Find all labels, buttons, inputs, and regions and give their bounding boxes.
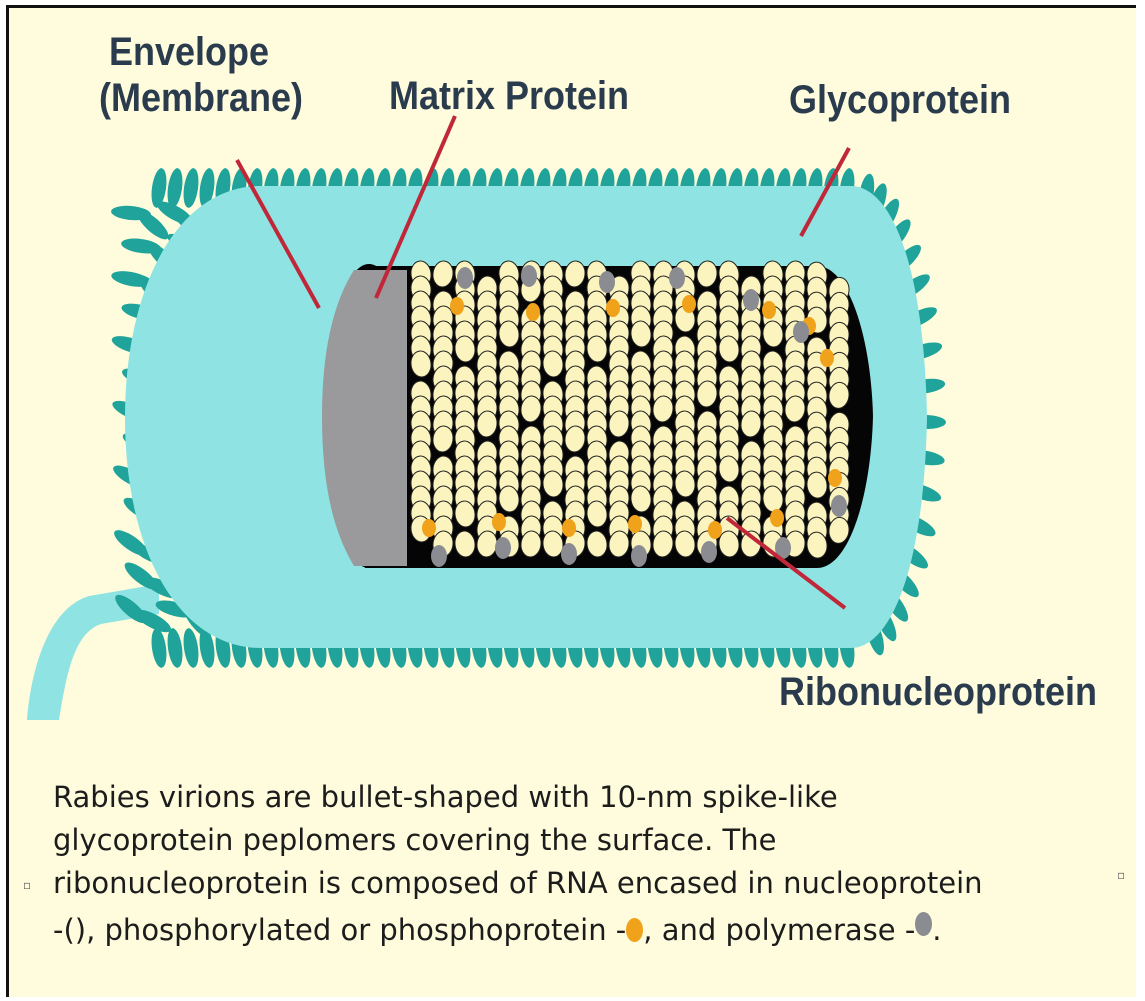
polymerase-marker bbox=[743, 289, 759, 311]
polymerase-marker bbox=[521, 265, 537, 287]
missing-image-marker-left: ▫ bbox=[23, 878, 31, 892]
phosphoprotein-marker bbox=[820, 349, 834, 367]
phosphoprotein-marker bbox=[682, 295, 696, 313]
glycoprotein-spike bbox=[165, 167, 184, 209]
phosphoprotein-marker bbox=[450, 297, 464, 315]
envelope-label-line2: (Membrane) bbox=[99, 76, 303, 120]
polymerase-marker bbox=[831, 495, 847, 517]
polymerase-marker bbox=[457, 267, 473, 289]
virion-tail bbox=[27, 584, 159, 720]
caption-line-4-part-c: . bbox=[932, 913, 941, 947]
polymerase-marker bbox=[495, 537, 511, 559]
polymerase-marker bbox=[561, 543, 577, 565]
envelope-label-line1: Envelope bbox=[109, 30, 269, 74]
figure-frame: Envelope (Membrane) Matrix Protein Glyco… bbox=[6, 5, 1136, 997]
matrix-protein-label: Matrix Protein bbox=[389, 74, 629, 118]
glycoprotein-spike bbox=[181, 627, 200, 669]
caption-line-2: glycoprotein peplomers covering the surf… bbox=[53, 819, 1103, 862]
phosphoprotein-marker bbox=[422, 519, 436, 537]
polymerase-marker bbox=[631, 545, 647, 567]
caption-line-3: ribonucleoprotein is composed of RNA enc… bbox=[53, 862, 1103, 905]
glycoprotein-spike bbox=[165, 627, 184, 669]
caption-line-4: -(), phosphorylated or phosphoprotein -,… bbox=[53, 909, 1103, 952]
phosphoprotein-marker bbox=[770, 509, 784, 527]
caption-line-4-part-a: -(), phosphorylated or phosphoprotein - bbox=[53, 913, 626, 947]
glycoprotein-label: Glycoprotein bbox=[789, 78, 1011, 122]
glycoprotein-spike bbox=[181, 167, 200, 209]
polymerase-marker bbox=[701, 541, 717, 563]
polymerase-swatch bbox=[915, 912, 932, 936]
polymerase-marker bbox=[669, 267, 685, 289]
caption-line-1: Rabies virions are bullet-shaped with 10… bbox=[53, 776, 1103, 819]
caption: Rabies virions are bullet-shaped with 10… bbox=[53, 776, 1103, 952]
phosphoprotein-marker bbox=[526, 303, 540, 321]
phosphoprotein-swatch bbox=[626, 918, 643, 942]
phosphoprotein-marker bbox=[708, 521, 722, 539]
ribonucleoprotein-label: Ribonucleoprotein bbox=[779, 670, 1097, 714]
missing-image-marker-right: ▫ bbox=[1117, 868, 1125, 882]
phosphoprotein-marker bbox=[492, 513, 506, 531]
phosphoprotein-marker bbox=[828, 469, 842, 487]
phosphoprotein-marker bbox=[762, 301, 776, 319]
polymerase-marker bbox=[599, 271, 615, 293]
caption-line-4-part-b: , and polymerase - bbox=[643, 913, 915, 947]
phosphoprotein-marker bbox=[562, 519, 576, 537]
phosphoprotein-marker bbox=[606, 299, 620, 317]
phosphoprotein-marker bbox=[628, 515, 642, 533]
polymerase-marker bbox=[431, 545, 447, 567]
glycoprotein-spike bbox=[149, 627, 168, 669]
polymerase-marker bbox=[793, 321, 809, 343]
